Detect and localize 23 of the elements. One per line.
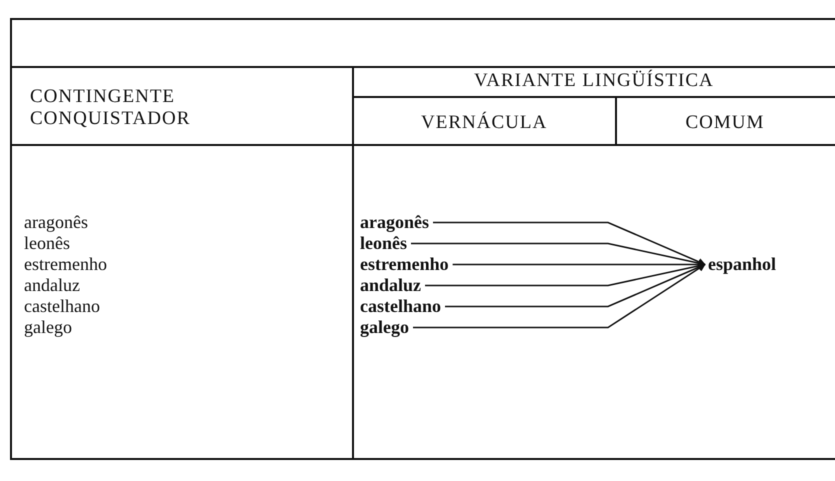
language-name: leonês: [360, 233, 407, 254]
table-cell-text: aragonês: [24, 212, 88, 233]
language-name: andaluz: [360, 275, 422, 296]
language-name: estremenho: [360, 254, 449, 275]
connector-line: [411, 242, 706, 267]
column-header: VARIANTE LINGÜÍSTICA: [474, 70, 714, 92]
table-cell-text: leonês: [24, 233, 70, 254]
table-cell-text: estremenho: [24, 254, 107, 275]
table-cell-text: andaluz: [24, 275, 80, 296]
table-cell-text: galego: [24, 317, 72, 338]
column-header: CONTINGENTE CONQUISTADOR: [30, 86, 192, 130]
language-name: aragonês: [360, 212, 429, 233]
connector-line: [425, 262, 706, 286]
connector-line: [433, 222, 706, 266]
language-name: galego: [360, 317, 409, 338]
column-header: VERNÁCULA: [421, 112, 548, 134]
connector-line: [445, 264, 706, 308]
table-cell-text: castelhano: [24, 296, 100, 317]
connector-line: [413, 264, 706, 328]
connector-line: [452, 260, 706, 268]
language-name: espanhol: [708, 254, 776, 275]
language-name: castelhano: [360, 296, 441, 317]
column-header: COMUM: [686, 112, 764, 134]
